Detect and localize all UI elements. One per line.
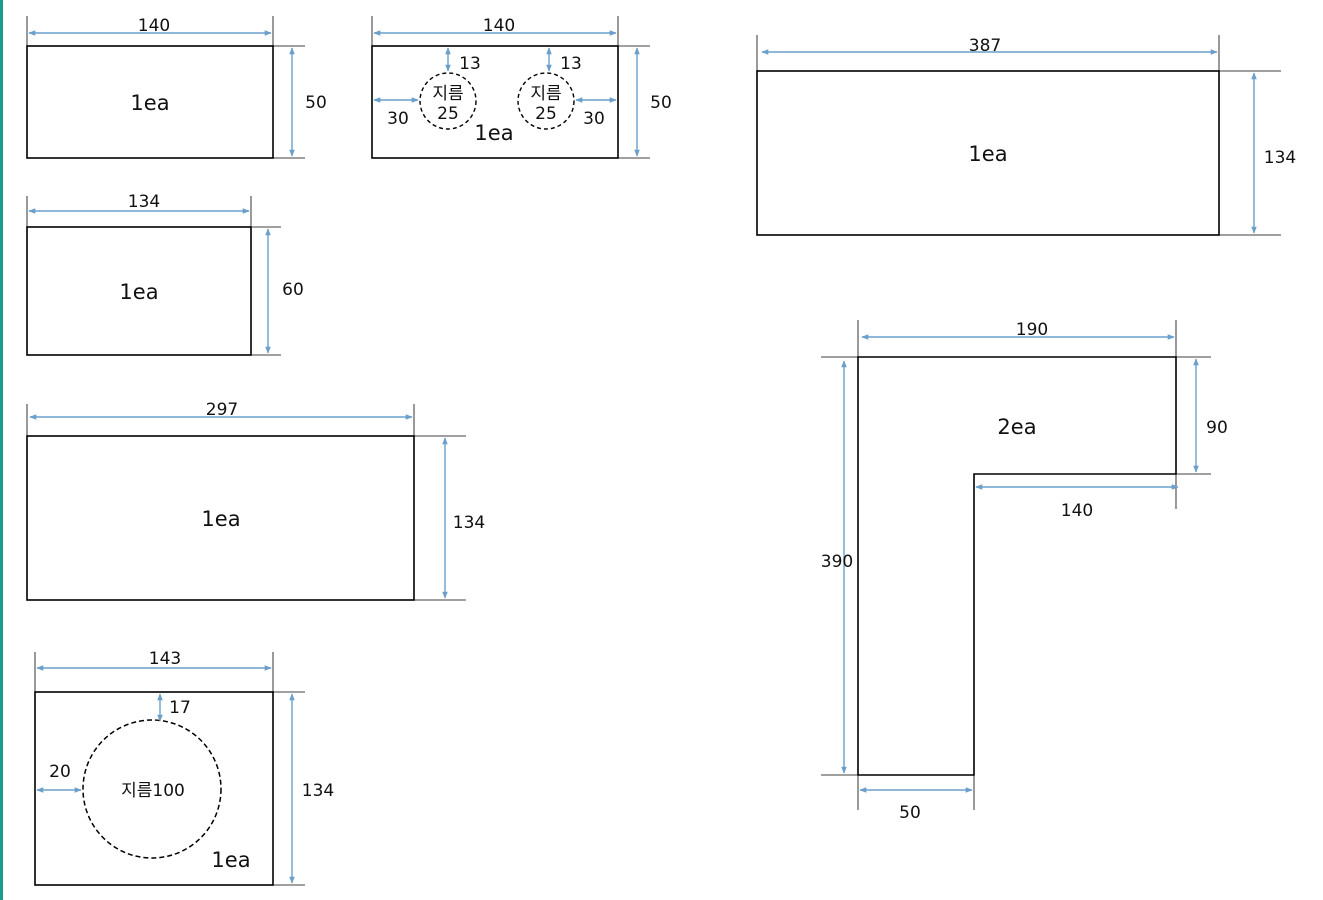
part-2-outline bbox=[371, 45, 619, 159]
part-4: 297 134 1ea bbox=[26, 400, 485, 601]
part-1: 140 50 1ea bbox=[26, 16, 327, 159]
hole-large-label: 지름100 bbox=[121, 781, 185, 801]
width-label: 387 bbox=[969, 36, 1001, 56]
hole-left-label-line1: 지름 bbox=[432, 84, 463, 104]
bottom-width-label: 50 bbox=[899, 803, 921, 823]
part-4-outline bbox=[26, 435, 415, 601]
hole-left bbox=[419, 72, 477, 130]
height-label: 50 bbox=[650, 93, 672, 113]
height-label: 134 bbox=[1264, 148, 1296, 168]
quantity-label: 1ea bbox=[211, 848, 250, 872]
quantity-label: 1ea bbox=[474, 121, 513, 145]
height-label: 60 bbox=[282, 280, 304, 300]
quantity-label: 1ea bbox=[201, 507, 240, 531]
part-6: 387 134 1ea bbox=[756, 35, 1296, 236]
part-7: 190 90 140 390 50 2ea bbox=[821, 320, 1228, 823]
width-label: 297 bbox=[206, 400, 238, 420]
accent-left-edge bbox=[0, 0, 3, 900]
part-1-outline bbox=[26, 45, 274, 159]
height-label: 134 bbox=[302, 781, 334, 801]
hole-right-label-line2: 25 bbox=[535, 104, 557, 124]
hole-right bbox=[517, 72, 575, 130]
height-label: 134 bbox=[453, 513, 485, 533]
hole-left-side-offset-label: 30 bbox=[387, 109, 409, 129]
right-height-label: 90 bbox=[1206, 418, 1228, 438]
part-6-outline bbox=[756, 70, 1220, 236]
width-label: 140 bbox=[138, 16, 170, 36]
part-3-outline bbox=[26, 226, 252, 356]
hole-left-top-offset-label: 13 bbox=[459, 54, 481, 74]
part-2: 140 50 지름 25 13 30 지름 25 13 30 1ea bbox=[371, 16, 672, 159]
hole-right-top-offset-label: 13 bbox=[560, 54, 582, 74]
width-label: 134 bbox=[128, 192, 160, 212]
inner-width-label: 140 bbox=[1061, 501, 1093, 521]
hole-left-label-line2: 25 bbox=[437, 104, 459, 124]
part-3: 134 60 1ea bbox=[26, 192, 304, 356]
quantity-label: 1ea bbox=[130, 91, 169, 115]
part-5: 143 134 지름100 17 20 1ea bbox=[34, 649, 334, 886]
hole-side-offset-label: 20 bbox=[49, 762, 71, 782]
top-width-label: 190 bbox=[1016, 320, 1048, 340]
part-5-outline bbox=[34, 691, 274, 886]
hole-right-label-line1: 지름 bbox=[530, 84, 561, 104]
hole-right-side-offset-label: 30 bbox=[583, 109, 605, 129]
hole-top-offset-label: 17 bbox=[169, 698, 191, 718]
quantity-label: 1ea bbox=[119, 280, 158, 304]
width-label: 143 bbox=[149, 649, 181, 669]
quantity-label: 1ea bbox=[968, 142, 1007, 166]
height-label: 50 bbox=[305, 93, 327, 113]
quantity-label: 2ea bbox=[997, 415, 1036, 439]
total-height-label: 390 bbox=[821, 552, 853, 572]
width-label: 140 bbox=[483, 16, 515, 36]
hole-large bbox=[82, 719, 222, 859]
